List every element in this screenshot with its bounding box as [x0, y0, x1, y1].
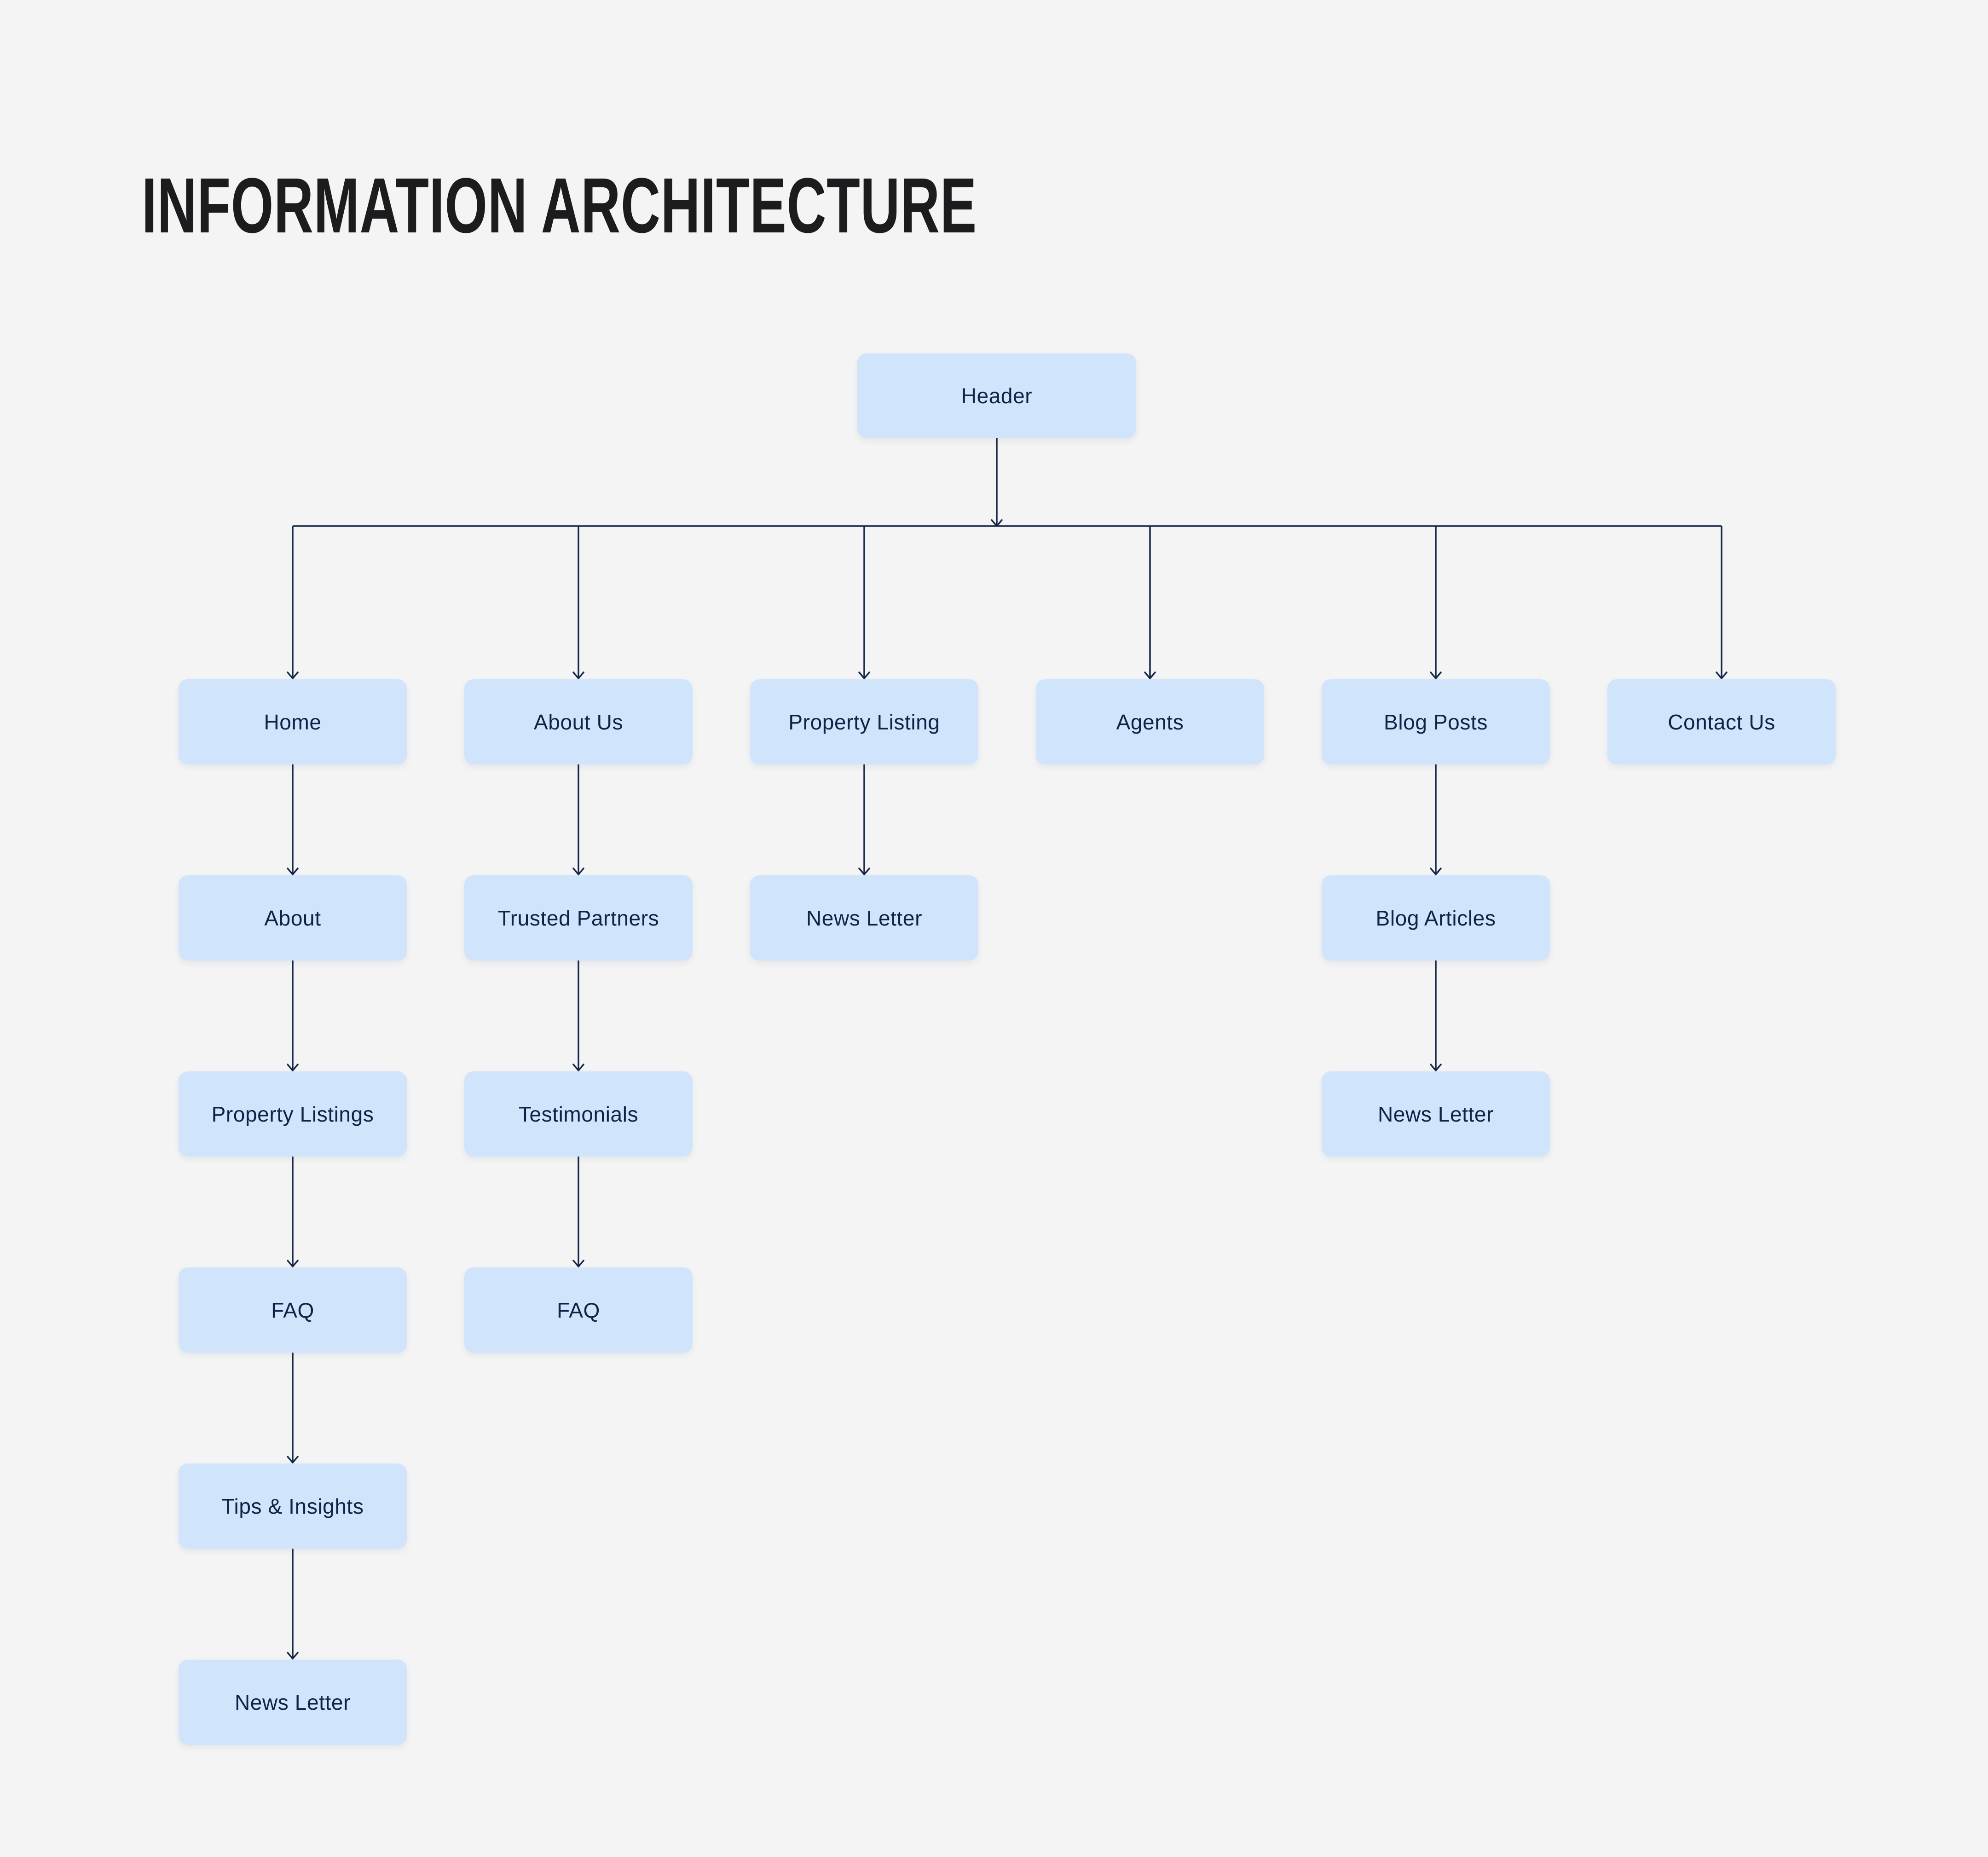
node-news-letter-blog: News Letter — [1322, 1071, 1550, 1157]
node-agents: Agents — [1036, 679, 1264, 764]
node-blog-articles: Blog Articles — [1322, 875, 1550, 960]
edge-blog-posts-blog-articles — [1430, 764, 1442, 875]
edge-trunk-blog-posts — [1430, 526, 1442, 679]
node-testimonials: Testimonials — [464, 1071, 693, 1157]
node-home: Home — [179, 679, 407, 764]
edge-trunk-agents — [1144, 526, 1156, 679]
node-news-letter-home: News Letter — [179, 1660, 407, 1745]
node-trusted-partners: Trusted Partners — [464, 875, 693, 960]
edge-trunk-about-us — [572, 526, 584, 679]
edge-tips-insights-news-letter — [287, 1549, 299, 1660]
node-faq-home: FAQ — [179, 1267, 407, 1353]
edge-faq-tips-insights — [287, 1353, 299, 1464]
edge-blog-articles-news-letter — [1430, 960, 1442, 1071]
edge-about-property-listings — [287, 960, 299, 1071]
node-header: Header — [857, 353, 1136, 438]
edge-header-trunk — [991, 438, 1003, 527]
node-blog-posts: Blog Posts — [1322, 679, 1550, 764]
edge-about-us-trusted-partners — [572, 764, 584, 875]
edge-property-listing-news-letter — [858, 764, 870, 875]
edge-testimonials-faq — [572, 1157, 584, 1267]
node-tips-insights: Tips & Insights — [179, 1464, 407, 1549]
node-property-listings: Property Listings — [179, 1071, 407, 1157]
node-about: About — [179, 875, 407, 960]
edge-trusted-partners-testimonials — [572, 960, 584, 1071]
edge-property-listings-faq — [287, 1157, 299, 1267]
edge-trunk-contact-us — [1716, 526, 1728, 679]
node-contact-us: Contact Us — [1607, 679, 1836, 764]
node-about-us: About Us — [464, 679, 693, 764]
node-news-letter-property: News Letter — [750, 875, 978, 960]
edge-home-about — [287, 764, 299, 875]
node-property-listing: Property Listing — [750, 679, 978, 764]
edge-trunk-property-listing — [858, 526, 870, 679]
edge-trunk-home — [287, 526, 299, 679]
node-faq-about: FAQ — [464, 1267, 693, 1353]
page-title: INFORMATION ARCHITECTURE — [142, 162, 977, 249]
